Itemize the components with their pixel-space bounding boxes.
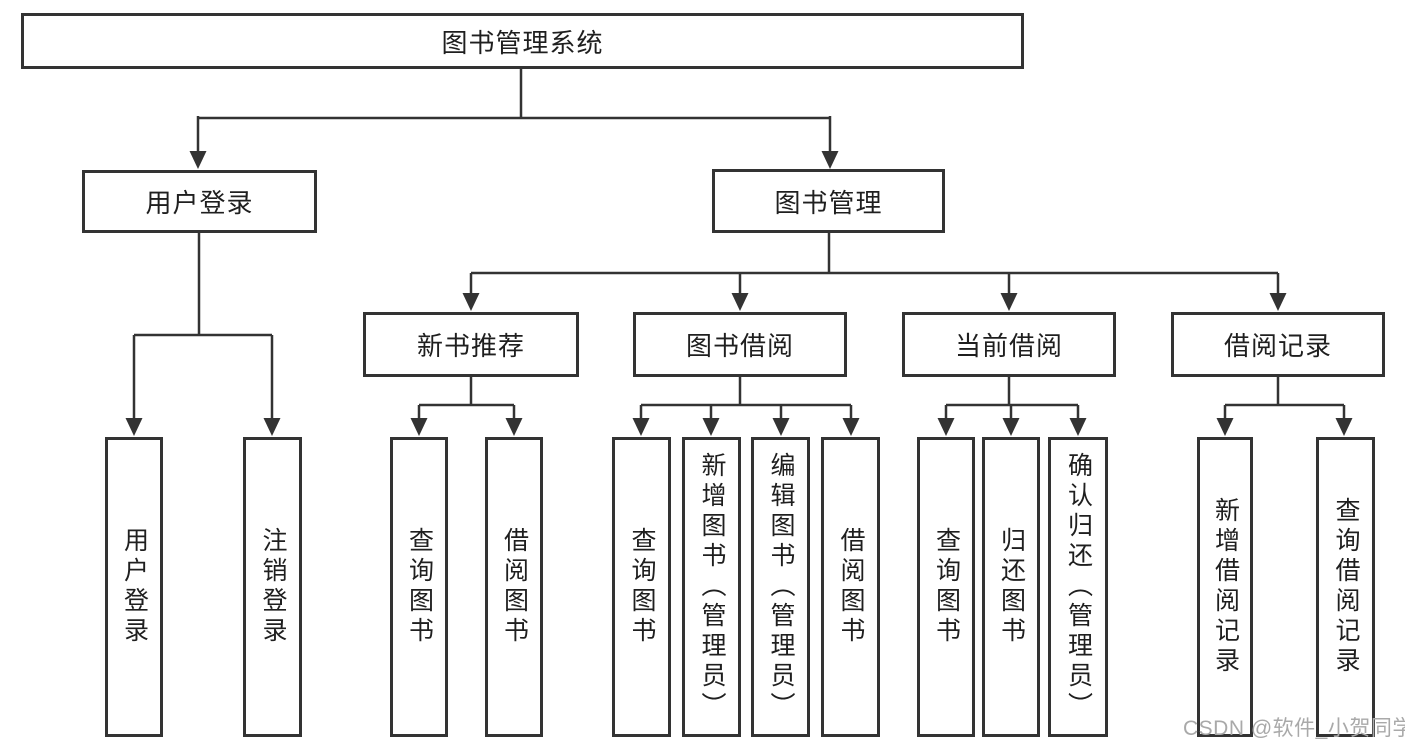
leaf-newbook-borrow-books: 借阅图书 <box>485 437 543 737</box>
node-label: 用户登录 <box>120 527 149 647</box>
node-label: 图书借阅 <box>685 331 794 361</box>
leaf-borrowing-add-books-admin: 新增图书（管理员） <box>682 437 741 737</box>
node-borrow-records: 借阅记录 <box>1171 312 1385 377</box>
leaf-current-return-books: 归还图书 <box>982 437 1040 737</box>
arrow-down-icon <box>842 418 860 436</box>
node-label: 查询借阅记录 <box>1332 497 1360 677</box>
connector-bookborrow-to-leaves <box>632 377 860 436</box>
arrow-down-icon <box>821 151 839 169</box>
arrow-down-icon <box>702 418 720 436</box>
connector-userlogin-to-leaves <box>125 233 281 436</box>
arrow-down-icon <box>505 418 523 436</box>
connector-currentborrow-to-leaves <box>937 377 1087 436</box>
node-label: 当前借阅 <box>954 331 1063 361</box>
connector-newbook-to-leaves <box>410 377 523 436</box>
leaf-newbook-query-books: 查询图书 <box>390 437 448 737</box>
arrow-down-icon <box>125 418 143 436</box>
arrow-down-icon <box>1335 418 1353 436</box>
node-label: 查询图书 <box>405 527 434 647</box>
arrow-down-icon <box>772 418 790 436</box>
node-label: 新书推荐 <box>416 331 525 361</box>
node-label: 借阅图书 <box>500 527 529 647</box>
node-user-login: 用户登录 <box>82 170 317 233</box>
node-label: 编辑图书（管理员） <box>767 452 795 722</box>
node-label: 新增图书（管理员） <box>698 452 726 722</box>
leaf-borrowing-query-books: 查询图书 <box>612 437 671 737</box>
connector-bookmgmt-to-level3 <box>462 233 1287 311</box>
leaf-logout: 注销登录 <box>243 437 302 737</box>
node-book-borrowing: 图书借阅 <box>633 312 847 377</box>
connector-borrowrecords-to-leaves <box>1216 377 1353 436</box>
node-label: 借阅图书 <box>837 527 865 647</box>
node-label: 用户登录 <box>145 188 254 218</box>
leaf-user-login: 用户登录 <box>105 437 163 737</box>
node-label: 新增借阅记录 <box>1211 497 1240 677</box>
csdn-watermark: CSDN @软件_小贺同学 <box>1183 717 1405 740</box>
node-label: 归还图书 <box>997 527 1026 647</box>
leaf-borrowing-edit-books-admin: 编辑图书（管理员） <box>751 437 810 737</box>
arrow-down-icon <box>731 293 749 311</box>
arrow-down-icon <box>462 293 480 311</box>
node-label: 确认归还（管理员） <box>1064 452 1093 722</box>
node-book-management: 图书管理 <box>712 169 945 233</box>
leaf-current-query-books: 查询图书 <box>917 437 975 737</box>
node-label: 图书管理 <box>774 187 883 218</box>
arrow-down-icon <box>1069 418 1087 436</box>
arrow-down-icon <box>410 418 428 436</box>
arrow-down-icon <box>1000 293 1018 311</box>
leaf-records-query-record: 查询借阅记录 <box>1316 437 1375 737</box>
leaf-borrowing-borrow-books: 借阅图书 <box>821 437 880 737</box>
node-label: 注销登录 <box>259 527 287 647</box>
arrow-down-icon <box>263 418 281 436</box>
leaf-current-confirm-return-admin: 确认归还（管理员） <box>1048 437 1108 737</box>
node-new-book-recommend: 新书推荐 <box>363 312 579 377</box>
arrow-down-icon <box>189 151 207 169</box>
arrow-down-icon <box>632 418 650 436</box>
arrow-down-icon <box>1269 293 1287 311</box>
connector-root-to-level2 <box>189 69 839 169</box>
node-label: 借阅记录 <box>1223 331 1332 361</box>
leaf-records-add-record: 新增借阅记录 <box>1197 437 1253 737</box>
node-library-system: 图书管理系统 <box>21 13 1024 69</box>
node-label: 图书管理系统 <box>441 27 604 58</box>
arrow-down-icon <box>937 418 955 436</box>
arrow-down-icon <box>1216 418 1234 436</box>
arrow-down-icon <box>1002 418 1020 436</box>
node-current-borrowing: 当前借阅 <box>902 312 1116 377</box>
node-label: 查询图书 <box>932 527 961 647</box>
node-label: 查询图书 <box>628 527 656 647</box>
